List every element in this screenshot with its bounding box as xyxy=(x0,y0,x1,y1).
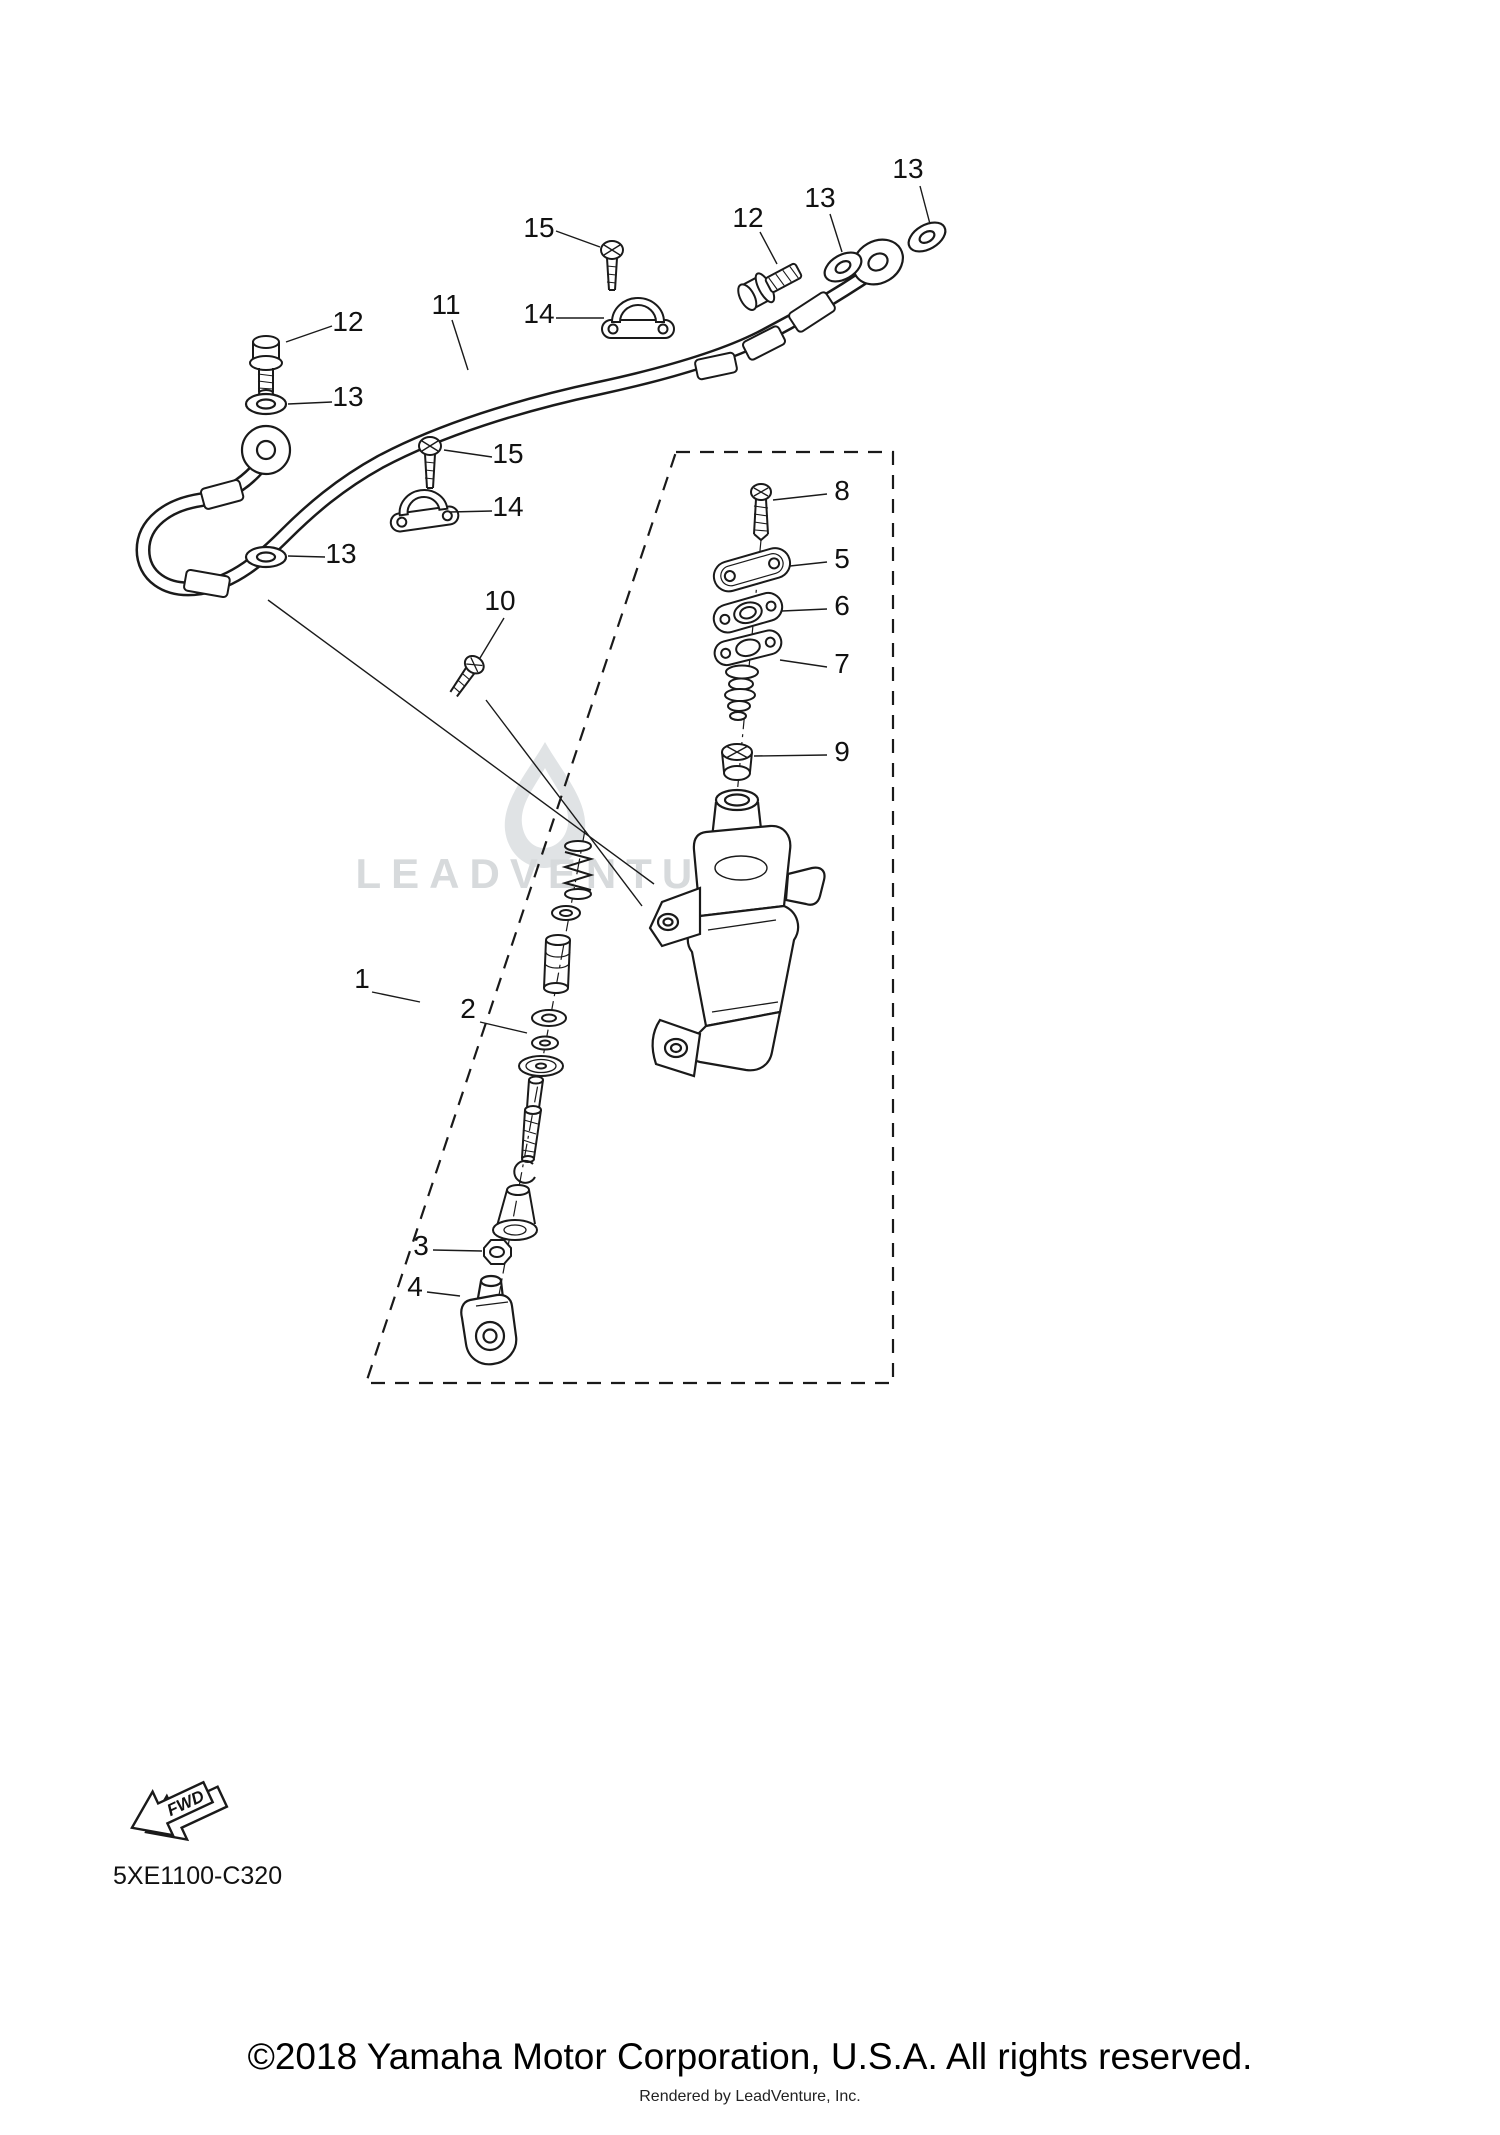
callout-leaders xyxy=(285,185,931,1297)
part-7-boot xyxy=(713,629,783,721)
callout-9: 9 xyxy=(834,736,850,767)
callout-13: 13 xyxy=(804,182,835,213)
callout-13: 13 xyxy=(325,538,356,569)
callout-13: 13 xyxy=(892,153,923,184)
callout-12: 12 xyxy=(732,202,763,233)
callout-13: 13 xyxy=(332,381,363,412)
callout-5: 5 xyxy=(834,543,850,574)
part-8-screw xyxy=(750,483,772,542)
fwd-arrow: FWD xyxy=(130,1780,229,1842)
part-11-brake-hose xyxy=(135,238,904,599)
callout-15: 15 xyxy=(492,438,523,469)
diagram-code: 5XE1100-C320 xyxy=(113,1862,282,1890)
part-15-screw-left xyxy=(418,436,442,489)
callout-3: 3 xyxy=(413,1230,429,1261)
callout-8: 8 xyxy=(834,475,850,506)
callout-15: 15 xyxy=(523,212,554,243)
callout-2: 2 xyxy=(460,993,476,1024)
part-14-clamp-top xyxy=(601,297,675,339)
part-12-bolt-top xyxy=(737,262,803,311)
callout-14: 14 xyxy=(492,491,523,522)
part-13-washers xyxy=(244,221,947,569)
part-3-nut xyxy=(483,1239,512,1265)
callout-12: 12 xyxy=(332,306,363,337)
part-5-cover xyxy=(712,547,792,593)
part-12-bolt-left xyxy=(249,335,283,397)
part-10-screw xyxy=(449,655,485,698)
callout-4: 4 xyxy=(407,1271,423,1302)
part-6-gasket xyxy=(712,591,784,634)
callout-7: 7 xyxy=(834,648,850,679)
copyright-text: ©2018 Yamaha Motor Corporation, U.S.A. A… xyxy=(247,2036,1253,2077)
part-14-clamp-left xyxy=(389,489,460,533)
part-9-cup xyxy=(721,743,753,781)
part-master-cylinder-body xyxy=(648,788,826,1078)
part-4-clevis xyxy=(460,1274,518,1366)
callout-6: 6 xyxy=(834,590,850,621)
pointer-lines xyxy=(267,599,655,907)
part-15-screw-top xyxy=(600,240,624,291)
dashed-boundary xyxy=(364,450,895,1385)
part-2-piston-kit xyxy=(492,840,595,1241)
callout-11: 11 xyxy=(431,289,460,320)
callout-1: 1 xyxy=(354,963,370,994)
rendered-by-text: Rendered by LeadVenture, Inc. xyxy=(639,2088,861,2105)
watermark-drop-inner xyxy=(521,768,569,848)
callout-14: 14 xyxy=(523,298,554,329)
callout-10: 10 xyxy=(484,585,515,616)
